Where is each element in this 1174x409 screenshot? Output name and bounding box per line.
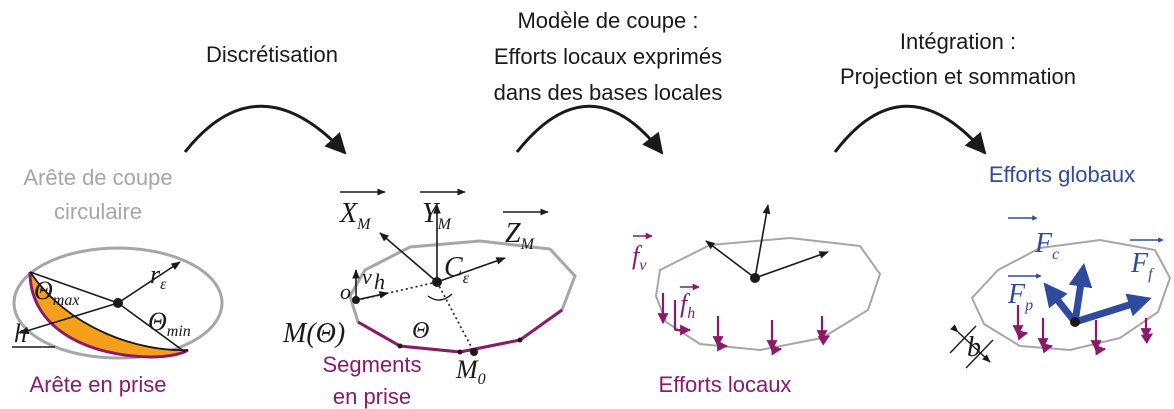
local-force-arrow	[817, 335, 830, 346]
local-axis-2	[754, 204, 771, 279]
radius-r-eps	[117, 261, 181, 304]
local-forces-group	[633, 204, 882, 356]
xm-label: XM	[339, 198, 372, 233]
global-center	[1070, 317, 1080, 327]
center-c-eps	[432, 277, 442, 287]
local-force-arrow	[1140, 333, 1153, 345]
edge-ellipse-group	[12, 246, 224, 360]
panel2-caption-line1: Segments	[322, 352, 421, 377]
local-center	[750, 273, 760, 283]
panel1-caption: Arête en prise	[30, 372, 167, 397]
step-modele-line3: dans des bases locales	[494, 80, 723, 105]
radius-theta-min	[117, 302, 186, 353]
step-modele-line1: Modèle de coupe :	[517, 8, 698, 33]
engaged-inner-edge	[29, 271, 189, 351]
local-h-vector	[355, 291, 389, 301]
step-discretisation: Discrétisation	[206, 42, 338, 67]
v-label: v	[362, 264, 372, 289]
segment-node	[517, 337, 523, 343]
point-m0	[470, 348, 478, 356]
o-label: o	[340, 279, 351, 304]
theta-min-label: Θmin	[148, 307, 191, 340]
theta-arc	[427, 293, 453, 301]
local-axis-3	[754, 251, 829, 279]
transition-arrow-1	[183, 104, 347, 155]
fp-label: Fp	[1007, 279, 1033, 314]
theta-label: Θ	[412, 318, 429, 344]
global-polygon	[970, 238, 1172, 352]
panel1-title-line2: circulaire	[54, 199, 142, 224]
panel4-title: Efforts globaux	[989, 162, 1135, 187]
step-modele-line2: Efforts locaux exprimés	[494, 44, 722, 69]
h-label: h	[14, 319, 27, 348]
local-force-arrow	[770, 344, 783, 356]
step-integration-line2: Projection et sommation	[840, 64, 1076, 89]
zm-label: ZM	[505, 218, 536, 253]
ff-vector	[1073, 293, 1152, 326]
panel3-caption: Efforts locaux	[659, 372, 792, 397]
global-forces-group	[949, 215, 1172, 369]
transition-arrow-2	[515, 104, 664, 155]
m0-label: M0	[455, 355, 486, 388]
local-force-arrow	[1094, 344, 1107, 356]
axis-zm	[436, 257, 506, 283]
panel1-title-line1: Arête de coupe	[23, 165, 172, 190]
local-force-arrow	[1016, 329, 1029, 341]
theta-max-label: Θmax	[34, 276, 79, 309]
fv-label: fv	[632, 241, 647, 274]
local-force-arrow	[1041, 342, 1054, 354]
b-dimension	[950, 324, 991, 363]
transition-arrow-3	[833, 104, 987, 155]
m-theta-label: M(Θ)	[282, 318, 345, 349]
fp-vector	[1043, 282, 1078, 325]
radius-h-dir	[19, 302, 119, 335]
segment-node	[397, 343, 403, 349]
local-polygon	[654, 236, 882, 352]
local-axis-1	[705, 240, 756, 279]
fc-vector	[1068, 262, 1093, 323]
h-local-label: h	[374, 269, 385, 294]
panel2-caption-line2: en prise	[333, 384, 411, 409]
segment-node	[457, 349, 463, 355]
r-eps-label: rε	[150, 260, 167, 293]
axis-xm	[379, 232, 438, 283]
radius-to-m0	[436, 281, 475, 353]
fc-label: Fc	[1034, 228, 1059, 263]
point-m-theta	[352, 296, 360, 304]
radius-to-m-theta	[357, 281, 438, 301]
ym-label: YM	[422, 198, 453, 233]
ff-label: Ff	[1130, 248, 1155, 283]
fh-label: fh	[680, 289, 695, 322]
edge-center	[113, 298, 123, 308]
discretised-polygon-group	[340, 188, 577, 356]
step-integration-line1: Intégration :	[900, 29, 1016, 54]
engaged-edge	[28, 271, 189, 359]
b-label: b	[967, 332, 981, 363]
radius-theta-max	[29, 271, 119, 304]
c-eps-label: Cε	[444, 252, 470, 287]
